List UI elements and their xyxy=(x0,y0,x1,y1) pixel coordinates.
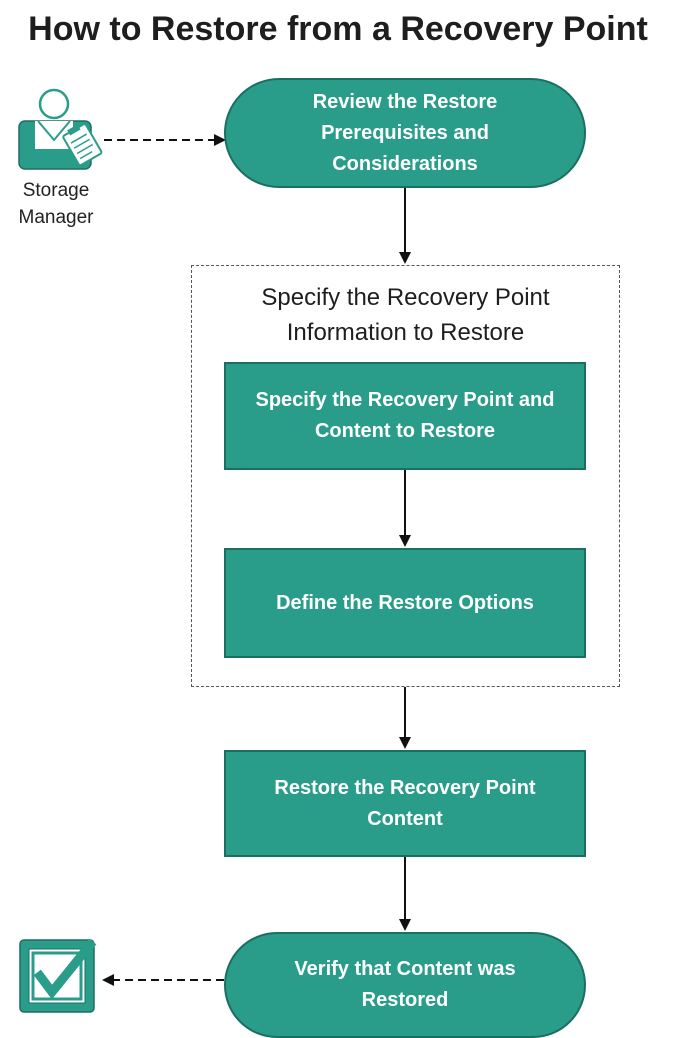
actor-label: Storage Manager xyxy=(18,180,94,228)
storage-manager-icon xyxy=(18,88,103,170)
group-specify-recovery-point xyxy=(191,265,620,687)
step-review-label: Review the Restore Prerequisites and Con… xyxy=(312,90,498,175)
checkmark-icon xyxy=(19,938,97,1013)
step-specify-recovery-point: Specify the Recovery Point and Content t… xyxy=(224,362,586,470)
step-review-prerequisites: Review the Restore Prerequisites and Con… xyxy=(224,78,586,188)
diagram-title: How to Restore from a Recovery Point xyxy=(28,10,648,48)
step-define-label: Define the Restore Options xyxy=(276,591,534,614)
step-verify-restored: Verify that Content was Restored xyxy=(224,932,586,1038)
step-verify-label: Verify that Content was Restored xyxy=(294,958,516,1011)
step-define-restore-options: Define the Restore Options xyxy=(224,548,586,658)
step-specify-label: Specify the Recovery Point and Content t… xyxy=(255,389,555,442)
step-restore-label: Restore the Recovery Point Content xyxy=(274,776,536,830)
group-title: Specify the Recovery Point Information t… xyxy=(261,284,550,346)
step-restore-content: Restore the Recovery Point Content xyxy=(224,750,586,857)
